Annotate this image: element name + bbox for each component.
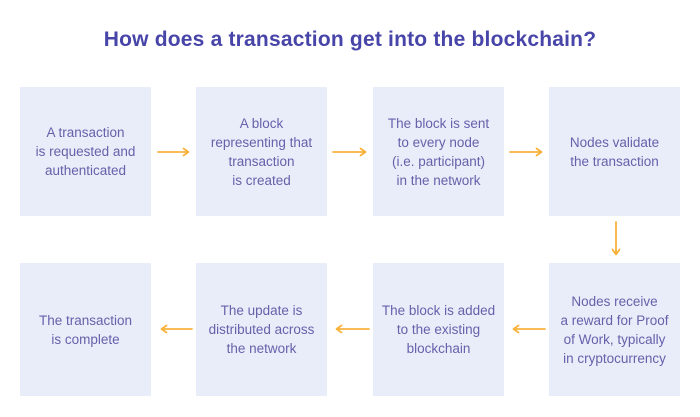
arrow-right-icon bbox=[509, 146, 546, 158]
step-box-update-distributed: The update is distributed across the net… bbox=[196, 263, 327, 396]
arrow-left-icon bbox=[332, 323, 370, 335]
arrow-left-icon bbox=[509, 323, 546, 335]
arrow-right-icon bbox=[332, 146, 370, 158]
step-box-block-sent-to-nodes: The block is sent to every node (i.e. pa… bbox=[373, 87, 504, 216]
step-box-nodes-reward: Nodes receive a reward for Proof of Work… bbox=[549, 263, 680, 396]
step-box-nodes-validate: Nodes validate the transaction bbox=[549, 87, 680, 216]
step-box-block-added: The block is added to the existing block… bbox=[373, 263, 504, 396]
step-box-block-created: A block representing that transaction is… bbox=[196, 87, 327, 216]
step-box-transaction-requested: A transaction is requested and authentic… bbox=[20, 87, 151, 216]
arrow-down-icon bbox=[610, 221, 622, 259]
arrow-right-icon bbox=[157, 146, 193, 158]
arrow-left-icon bbox=[157, 323, 193, 335]
page-title: How does a transaction get into the bloc… bbox=[103, 28, 597, 51]
step-box-transaction-complete: The transaction is complete bbox=[20, 263, 151, 396]
